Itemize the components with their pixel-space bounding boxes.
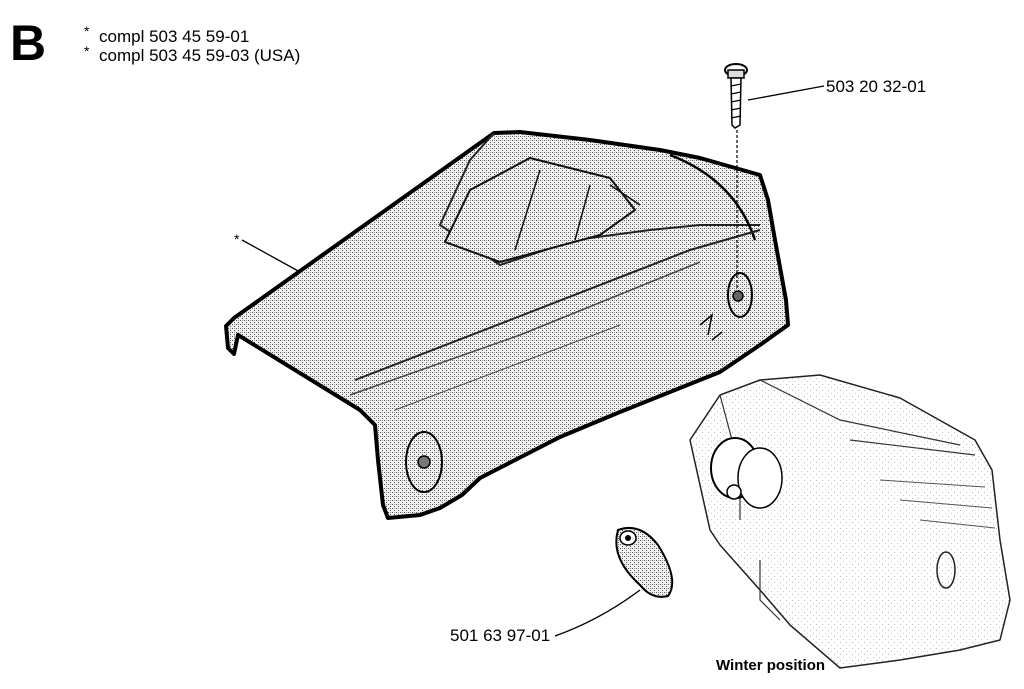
- winter-position-caption: Winter position: [716, 657, 826, 674]
- note-1-text: compl 503 45 59-01: [99, 27, 250, 46]
- leader-lines: [241, 85, 825, 637]
- note-2-text: compl 503 45 59-03 (USA): [99, 46, 301, 65]
- section-letter: B: [10, 15, 46, 71]
- winter-plate: [615, 526, 674, 598]
- winter-position-view: [689, 374, 1011, 669]
- note-2-mark: *: [84, 43, 90, 59]
- screw-part-number: 503 20 32-01: [826, 77, 927, 96]
- chain-cover: [224, 130, 790, 520]
- screw-part: [724, 63, 748, 290]
- leader-cover: [241, 239, 301, 273]
- leader-screw: [747, 85, 825, 101]
- plate-part-number: 501 63 97-01: [450, 626, 551, 645]
- note-1-mark: *: [84, 23, 90, 39]
- leader-plate: [554, 589, 641, 637]
- cover-asterisk: *: [234, 231, 240, 247]
